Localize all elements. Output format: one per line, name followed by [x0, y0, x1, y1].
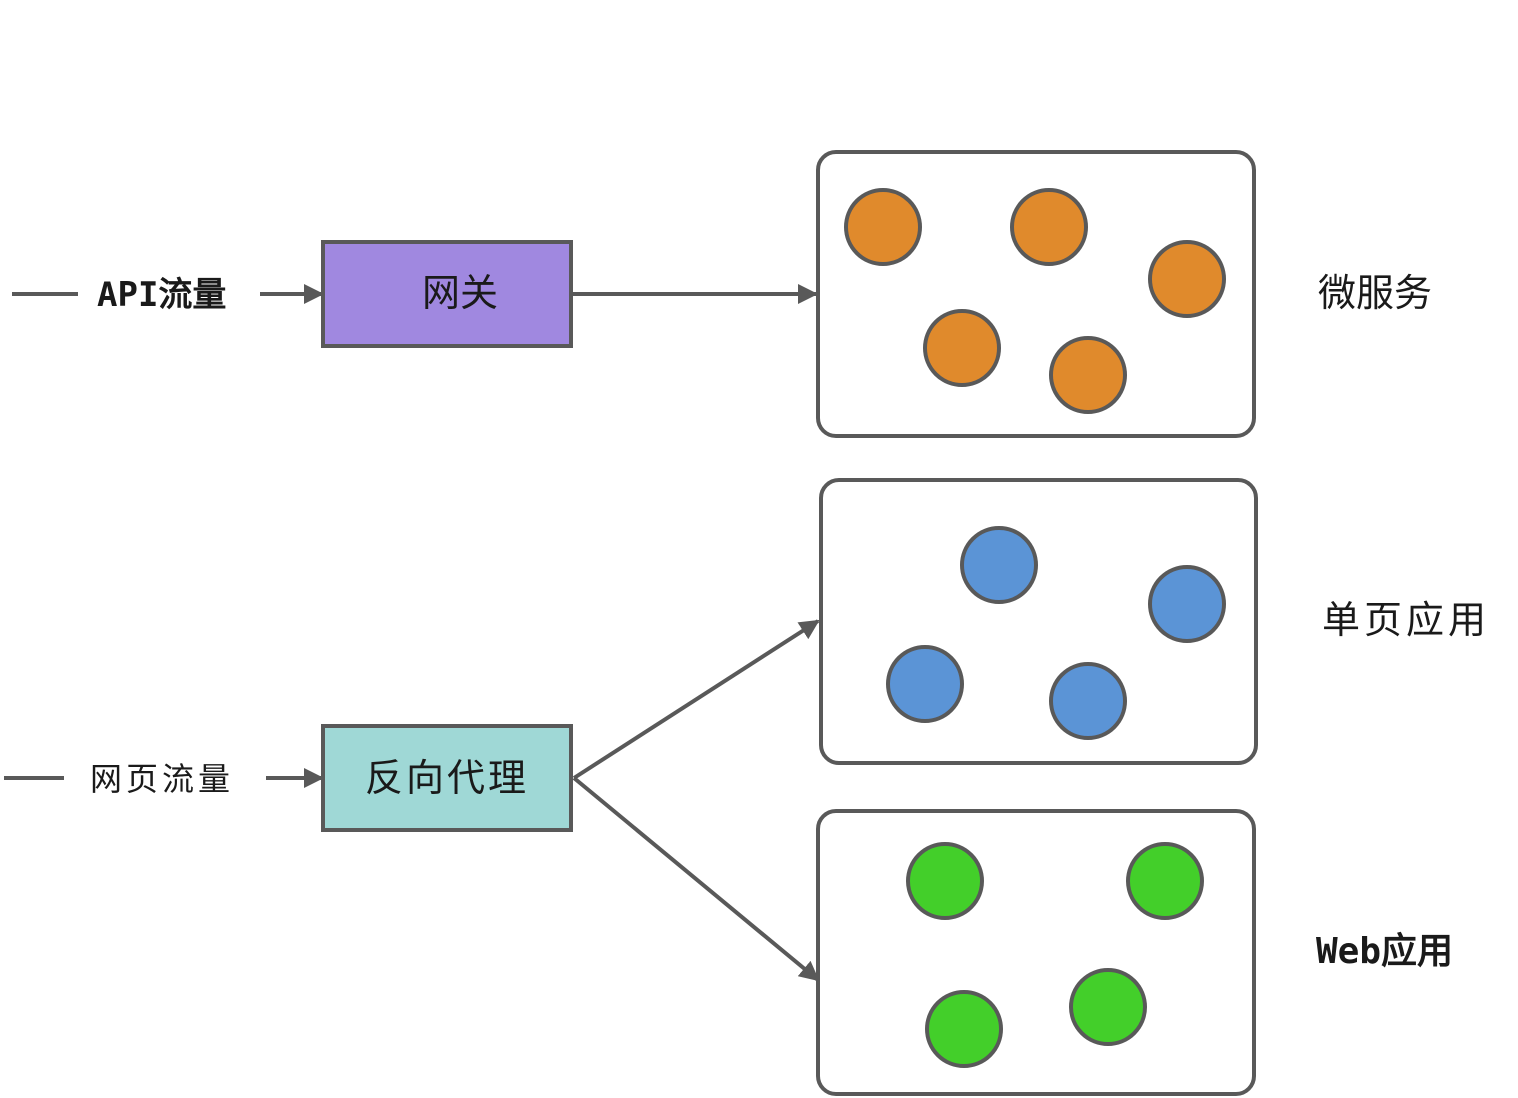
- webapp-nodes: [906, 842, 1204, 1068]
- webapp-node: [906, 842, 984, 920]
- microservice-node: [1148, 240, 1226, 318]
- gateway-label: 网关: [422, 271, 498, 315]
- webapp-label: Web应用: [1316, 931, 1453, 972]
- microservice-node: [1049, 336, 1127, 414]
- spa-node: [960, 526, 1038, 604]
- microservice-node: [844, 188, 922, 266]
- reverse-proxy-label: 反向代理: [365, 756, 529, 800]
- api-traffic-label: API流量: [97, 275, 226, 315]
- microservices-label: 微服务: [1318, 271, 1432, 315]
- spa-node: [886, 645, 964, 723]
- spa-node: [1049, 662, 1127, 740]
- spa-label: 单页应用: [1322, 598, 1490, 642]
- spa-node: [1148, 565, 1226, 643]
- proxy-to-webapp-arrow: [572, 776, 820, 982]
- microservices-nodes: [844, 188, 1226, 414]
- spa-nodes: [886, 526, 1226, 740]
- microservice-node: [923, 309, 1001, 387]
- webapp-node: [1069, 968, 1147, 1046]
- web-traffic-label: 网页流量: [90, 760, 234, 798]
- reverse-proxy-box: [321, 724, 573, 832]
- webapp-node: [925, 990, 1003, 1068]
- microservice-node: [1010, 188, 1088, 266]
- webapp-node: [1126, 842, 1204, 920]
- proxy-to-spa-arrow: [572, 619, 820, 780]
